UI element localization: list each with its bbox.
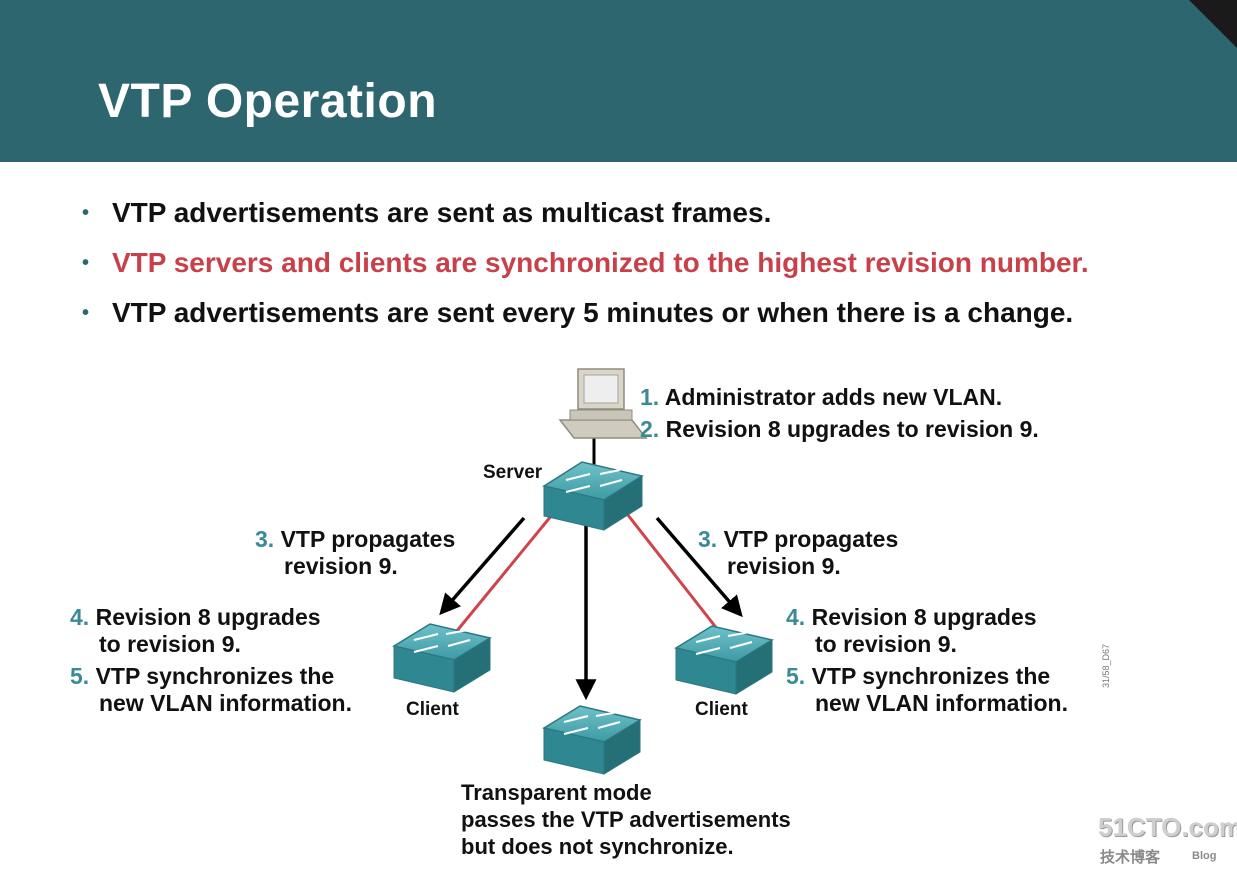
- admin-step-1: 1. Administrator adds new VLAN.: [640, 384, 1003, 410]
- bullet-text: VTP servers and clients are synchronized…: [112, 247, 1089, 278]
- left-client-step-4: 4. Revision 8 upgrades to revision 9.: [70, 604, 321, 657]
- bullet-dot-icon: •: [82, 252, 90, 274]
- admin-step-2: 2. Revision 8 upgrades to revision 9.: [640, 416, 1039, 442]
- server-label: Server: [483, 462, 543, 483]
- watermark-blog: Blog: [1192, 850, 1217, 862]
- bullet-text: VTP advertisements are sent every 5 minu…: [112, 297, 1074, 328]
- left-client-step-5: 5. VTP synchronizes the new VLAN informa…: [70, 663, 352, 716]
- bullet-dot-icon: •: [82, 302, 90, 324]
- bullet-dot-icon: •: [82, 202, 90, 224]
- bullet-item: • VTP servers and clients are synchroniz…: [80, 238, 1089, 288]
- watermark-subtitle: 技术博客: [1100, 849, 1161, 866]
- propagate-left-label: 3. VTP propagates revision 9.: [255, 526, 456, 579]
- server-switch-icon: [542, 461, 644, 531]
- slide-header: VTP Operation: [0, 0, 1237, 162]
- page-curl-corner: [1189, 0, 1237, 48]
- transparent-mode-text: Transparent mode passes the VTP advertis…: [461, 780, 791, 859]
- bullet-item: • VTP advertisements are sent every 5 mi…: [80, 288, 1089, 338]
- client-left-label: Client: [406, 699, 459, 720]
- server-client-right-link: [622, 509, 720, 631]
- propagate-left-arrow: [439, 516, 526, 616]
- bullet-text: VTP advertisements are sent as multicast…: [112, 197, 772, 228]
- workstation-icon: [558, 368, 648, 439]
- right-client-step-5: 5. VTP synchronizes the new VLAN informa…: [786, 663, 1068, 716]
- watermark-logo: 51CTO.com: [1098, 812, 1237, 842]
- bullet-list: • VTP advertisements are sent as multica…: [80, 188, 1089, 338]
- figure-id: 31/58_D67: [1101, 643, 1111, 688]
- server-client-left-link: [454, 509, 558, 633]
- slide-title: VTP Operation: [98, 75, 438, 128]
- propagate-right-label: 3. VTP propagates revision 9.: [698, 526, 899, 579]
- propagate-right-arrow: [655, 516, 743, 618]
- transparent-switch-icon: [542, 705, 642, 775]
- client-right-label: Client: [695, 699, 748, 720]
- bullet-item: • VTP advertisements are sent as multica…: [80, 188, 1089, 238]
- client-right-switch-icon: [674, 625, 774, 695]
- client-left-switch-icon: [392, 623, 492, 693]
- right-client-step-4: 4. Revision 8 upgrades to revision 9.: [786, 604, 1037, 657]
